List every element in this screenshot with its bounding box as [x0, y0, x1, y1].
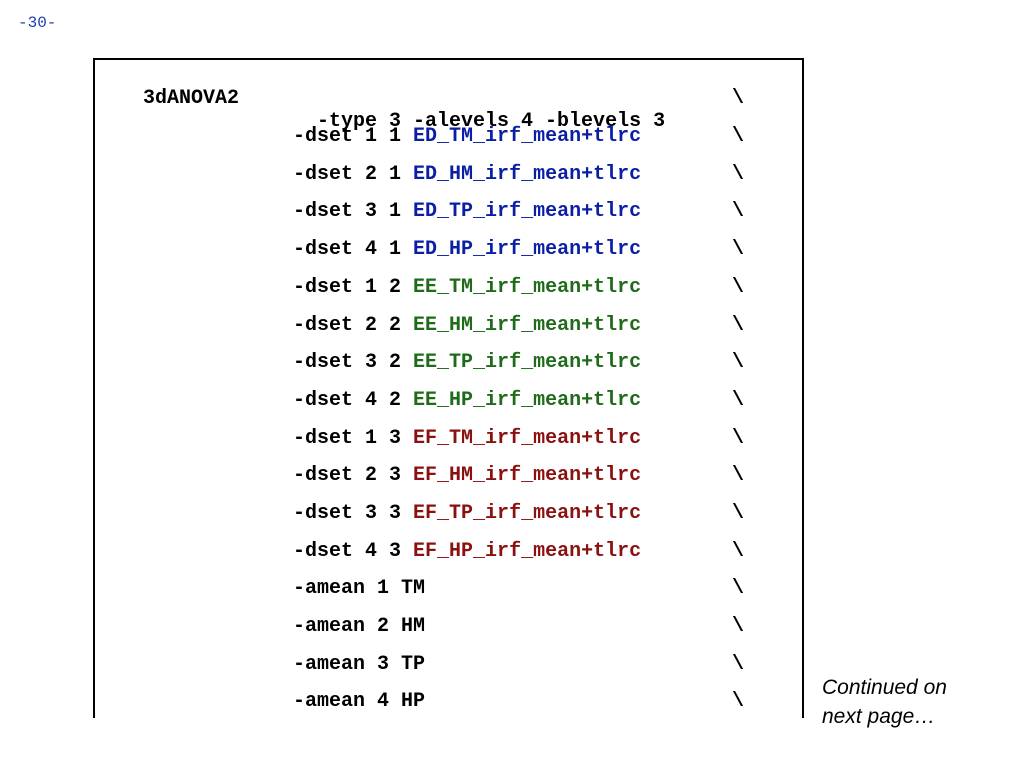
line-continuation: \: [732, 690, 745, 713]
line-continuation: \: [732, 615, 745, 638]
dataset-name: EE_HM_irf_mean+tlrc: [413, 314, 642, 337]
dataset-name: EF_HM_irf_mean+tlrc: [413, 464, 642, 487]
line-continuation: \: [732, 502, 745, 525]
code-line: -amean 4 HP: [293, 690, 425, 713]
line-continuation: \: [732, 351, 745, 374]
note-line: next page…: [822, 705, 936, 728]
code-args: -type 3 -alevels 4 -blevels 3: [317, 110, 666, 133]
code-line: -dset 4 2 EE_HP_irf_mean+tlrc: [293, 389, 641, 412]
code-args: -dset 4 2: [293, 389, 402, 412]
dataset-name: ED_HP_irf_mean+tlrc: [413, 238, 642, 261]
line-continuation: \: [732, 464, 745, 487]
dataset-name: ED_TM_irf_mean+tlrc: [413, 125, 642, 148]
code-args: -amean 4 HP: [293, 690, 426, 713]
continued-note: Continued on next page…: [822, 673, 947, 731]
line-continuation: \: [732, 314, 745, 337]
dataset-name: EF_TM_irf_mean+tlrc: [413, 427, 642, 450]
code-line: -dset 2 1 ED_HM_irf_mean+tlrc: [293, 163, 641, 186]
code-args: -amean 1 TM: [293, 577, 426, 600]
line-continuation: \: [732, 577, 745, 600]
code-args: -amean 3 TP: [293, 653, 426, 676]
code-line: -type 3 -alevels 4 -blevels 3: [293, 87, 665, 133]
code-line: -dset 3 2 EE_TP_irf_mean+tlrc: [293, 351, 641, 374]
code-args: -dset 1 1: [293, 125, 402, 148]
code-line: -dset 1 3 EF_TM_irf_mean+tlrc: [293, 427, 641, 450]
line-continuation: \: [732, 163, 745, 186]
code-line: -dset 2 2 EE_HM_irf_mean+tlrc: [293, 314, 641, 337]
dataset-name: ED_HM_irf_mean+tlrc: [413, 163, 642, 186]
code-box: [93, 58, 804, 718]
line-continuation: \: [732, 653, 745, 676]
code-line: -dset 2 3 EF_HM_irf_mean+tlrc: [293, 464, 641, 487]
code-line: -dset 3 3 EF_TP_irf_mean+tlrc: [293, 502, 641, 525]
code-args: -dset 4 3: [293, 540, 402, 563]
dataset-name: EF_TP_irf_mean+tlrc: [413, 502, 642, 525]
code-line: -dset 1 2 EE_TM_irf_mean+tlrc: [293, 276, 641, 299]
code-args: -amean 2 HM: [293, 615, 426, 638]
dataset-name: ED_TP_irf_mean+tlrc: [413, 200, 642, 223]
line-continuation: \: [732, 238, 745, 261]
code-args: -dset 1 3: [293, 427, 402, 450]
code-args: -dset 2 1: [293, 163, 402, 186]
line-continuation: \: [732, 276, 745, 299]
code-args: -dset 2 2: [293, 314, 402, 337]
code-args: -dset 2 3: [293, 464, 402, 487]
dataset-name: EE_TP_irf_mean+tlrc: [413, 351, 642, 374]
code-line: -dset 1 1 ED_TM_irf_mean+tlrc: [293, 125, 641, 148]
page-number: -30-: [18, 14, 57, 32]
code-line: -dset 4 3 EF_HP_irf_mean+tlrc: [293, 540, 641, 563]
code-args: -dset 3 3: [293, 502, 402, 525]
code-args: -dset 3 2: [293, 351, 402, 374]
code-line: -dset 3 1 ED_TP_irf_mean+tlrc: [293, 200, 641, 223]
line-continuation: \: [732, 540, 745, 563]
code-args: -dset 1 2: [293, 276, 402, 299]
dataset-name: EF_HP_irf_mean+tlrc: [413, 540, 642, 563]
line-continuation: \: [732, 200, 745, 223]
line-continuation: \: [732, 87, 745, 110]
dataset-name: EE_HP_irf_mean+tlrc: [413, 389, 642, 412]
code-line: -dset 4 1 ED_HP_irf_mean+tlrc: [293, 238, 641, 261]
code-args: -dset 4 1: [293, 238, 402, 261]
code-args: -dset 3 1: [293, 200, 402, 223]
code-line: -amean 3 TP: [293, 653, 425, 676]
line-continuation: \: [732, 389, 745, 412]
line-continuation: \: [732, 427, 745, 450]
note-line: Continued on: [822, 676, 947, 699]
code-line: -amean 1 TM: [293, 577, 425, 600]
code-line: -amean 2 HM: [293, 615, 425, 638]
command-name: 3dANOVA2: [143, 87, 240, 110]
dataset-name: EE_TM_irf_mean+tlrc: [413, 276, 642, 299]
line-continuation: \: [732, 125, 745, 148]
